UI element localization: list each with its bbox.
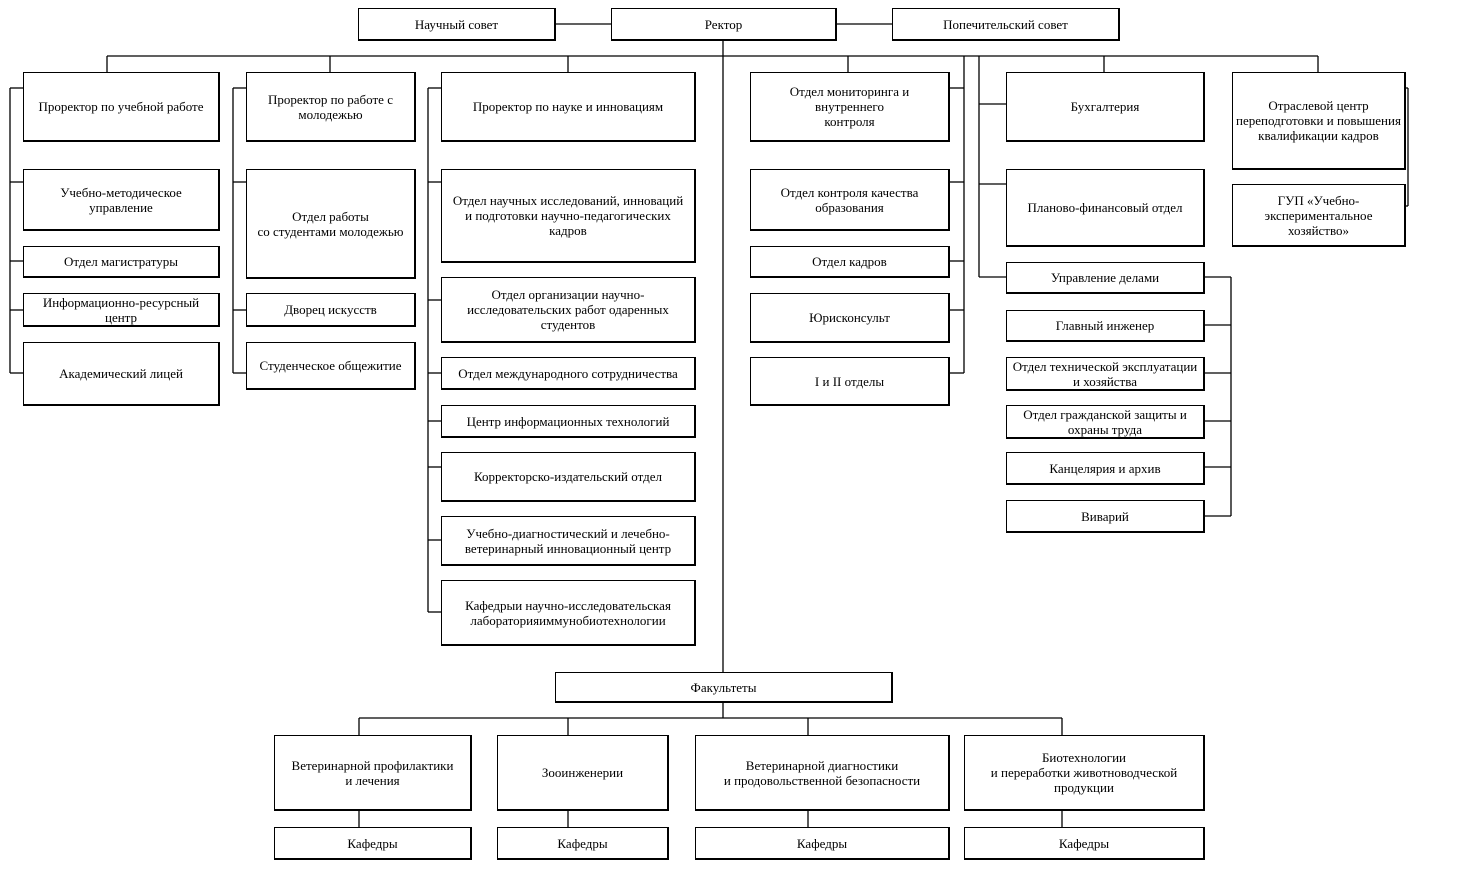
maintenance-dept-box: Отдел технической эксплуатации и хозяйст… [1006,357,1205,391]
quality-control-dept-box: Отдел контроля качества образования [750,169,950,231]
depts-1-2-box: I и II отделы [750,357,950,406]
scientific-council-label: Научный совет [414,16,499,32]
hr-dept-label: Отдел кадров [812,254,887,269]
board-of-trustees-box: Попечительский совет [892,8,1120,41]
chief-engineer-box: Главный инженер [1006,310,1205,342]
academic-lyceum-box: Академический лицей [23,342,220,406]
info-resource-center-box: Информационно-ресурсный центр [23,293,220,327]
affairs-management-box: Управление делами [1006,262,1205,294]
chairs-and-lab-label: Кафедрыи научно-исследовательская лабора… [465,597,671,628]
scientific-research-dept-label: Отдел научных исследований, инноваций и … [452,193,684,238]
vice-rector-youth-box: Проректор по работе с молодежью [246,72,416,142]
accounting-label: Бухгалтерия [1070,99,1140,114]
intl-cooperation-dept-label: Отдел международного сотрудничества [458,365,678,381]
student-dormitory-label: Студенческое общежитие [259,358,402,373]
planning-finance-dept-label: Планово-финансовый отдел [1027,200,1183,215]
academic-lyceum-label: Академический лицей [59,366,183,381]
legal-counsel-box: Юрисконсульт [750,293,950,343]
vice-rector-youth-label: Проректор по работе с молодежью [268,91,393,122]
maintenance-dept-label: Отдел технической эксплуатации и хозяйст… [1012,358,1198,389]
scientific-council-box: Научный совет [358,8,556,41]
faculty-zoo-engineering-label: Зооинженерии [541,765,624,780]
rector-label: Ректор [704,16,743,32]
faculty-vet-diagnostics-box: Ветеринарной диагностики и продовольстве… [695,735,950,811]
faculty-biotech-box: Биотехнологии и переработки животноводче… [964,735,1205,811]
chairs-box-4: Кафедры [964,827,1205,860]
monitoring-dept-box: Отдел мониторинга и внутреннего контроля [750,72,950,142]
gifted-students-dept-label: Отдел организации научно- исследовательс… [467,287,669,332]
vice-rector-science-label: Проректор по науке и инновациям [472,99,664,114]
vice-rector-science-box: Проректор по науке и инновациям [441,72,696,142]
affairs-management-label: Управление делами [1050,270,1160,285]
retraining-center-box: Отраслевой центр переподготовки и повыше… [1232,72,1406,170]
info-resource-center-label: Информационно-ресурсный центр [42,294,200,325]
chairs-label-1: Кафедры [347,835,398,851]
chairs-box-2: Кафедры [497,827,669,860]
edu-method-dept-label: Учебно-методическое управление [60,184,182,215]
scientific-research-dept-box: Отдел научных исследований, инноваций и … [441,169,696,263]
publishing-dept-label: Корректорско-издательский отдел [474,469,662,484]
civil-defense-dept-box: Отдел гражданской защиты и охраны труда [1006,405,1205,439]
vivarium-box: Виварий [1006,500,1205,533]
chief-engineer-label: Главный инженер [1055,318,1155,333]
accounting-box: Бухгалтерия [1006,72,1205,142]
magistracy-dept-label: Отдел магистратуры [63,254,178,269]
vice-rector-education-box: Проректор по учебной работе [23,72,220,142]
rector-box: Ректор [611,8,837,41]
quality-control-dept-label: Отдел контроля качества образования [780,184,919,215]
depts-1-2-label: I и II отделы [814,373,885,389]
faculty-zoo-engineering-box: Зооинженерии [497,735,669,811]
chairs-label-2: Кафедры [557,835,608,851]
palace-of-arts-box: Дворец искусств [246,293,416,327]
student-dormitory-box: Студенческое общежитие [246,342,416,390]
faculty-vet-prevention-box: Ветеринарной профилактики и лечения [274,735,472,811]
board-of-trustees-label: Попечительский совет [943,16,1068,32]
faculties-box: Факультеты [555,672,893,703]
publishing-dept-box: Корректорско-издательский отдел [441,452,696,502]
student-affairs-dept-box: Отдел работы со студентами молодежью [246,169,416,279]
planning-finance-dept-box: Планово-финансовый отдел [1006,169,1205,247]
diagnostic-center-label: Учебно-диагностический и лечебно- ветери… [464,525,672,556]
chairs-label-4: Кафедры [1058,835,1110,851]
it-center-box: Центр информационных технологий [441,405,696,438]
faculties-label: Факультеты [690,679,757,695]
it-center-label: Центр информационных технологий [466,413,670,429]
experimental-farm-box: ГУП «Учебно- экспериментальное хозяйство… [1232,184,1406,247]
chairs-label-3: Кафедры [796,835,848,851]
faculty-biotech-label: Биотехнологии и переработки животноводче… [990,750,1178,795]
diagnostic-center-box: Учебно-диагностический и лечебно- ветери… [441,516,696,566]
legal-counsel-label: Юрисконсульт [809,310,890,325]
civil-defense-dept-label: Отдел гражданской защиты и охраны труда [1023,406,1187,437]
experimental-farm-label: ГУП «Учебно- экспериментальное хозяйство… [1264,192,1373,238]
retraining-center-label: Отраслевой центр переподготовки и повыше… [1236,98,1401,143]
hr-dept-box: Отдел кадров [750,246,950,278]
intl-cooperation-dept-box: Отдел международного сотрудничества [441,357,696,390]
magistracy-dept-box: Отдел магистратуры [23,246,220,278]
vice-rector-education-label: Проректор по учебной работе [38,99,204,114]
palace-of-arts-label: Дворец искусств [284,302,377,317]
chairs-and-lab-box: Кафедрыи научно-исследовательская лабора… [441,580,696,646]
faculty-vet-diagnostics-label: Ветеринарной диагностики и продовольстве… [723,757,921,788]
chairs-box-3: Кафедры [695,827,950,860]
gifted-students-dept-box: Отдел организации научно- исследовательс… [441,277,696,343]
faculty-vet-prevention-label: Ветеринарной профилактики и лечения [291,757,454,788]
chairs-box-1: Кафедры [274,827,472,860]
vivarium-label: Виварий [1081,508,1129,524]
chancellery-archive-label: Канцелярия и архив [1049,460,1161,476]
chancellery-archive-box: Канцелярия и архив [1006,452,1205,485]
student-affairs-dept-label: Отдел работы со студентами молодежью [257,208,404,239]
edu-method-dept-box: Учебно-методическое управление [23,169,220,231]
monitoring-dept-label: Отдел мониторинга и внутреннего контроля [789,84,910,129]
